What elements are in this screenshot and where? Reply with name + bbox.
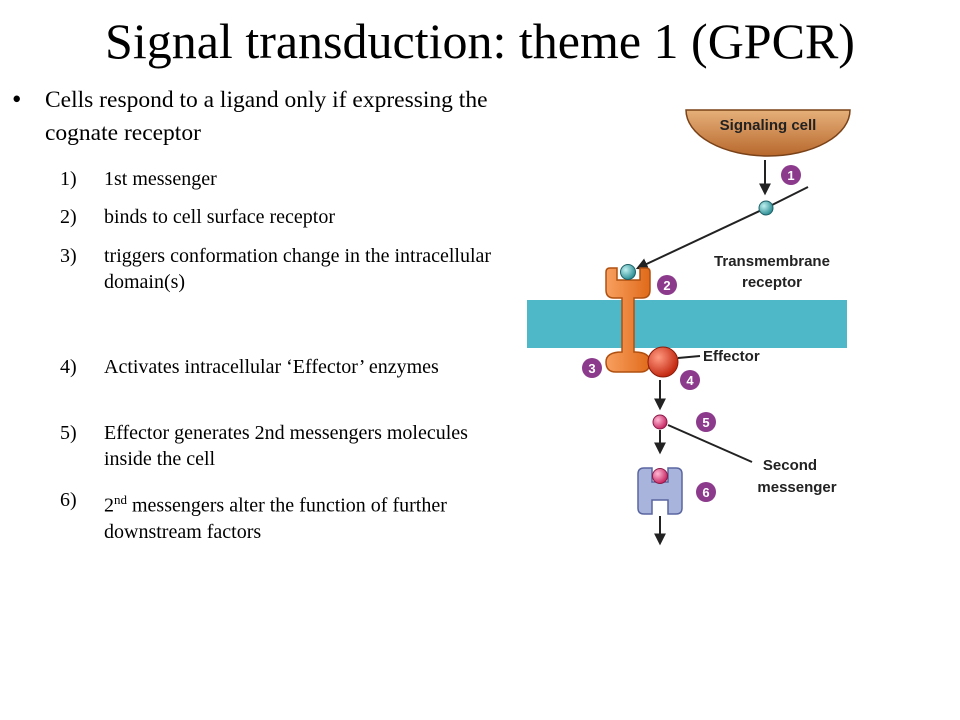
step-badge-6: [696, 482, 716, 502]
step-text: Activates intracellular ‘Effector’ enzym…: [104, 356, 439, 378]
transmembrane-label-line1: Transmembrane: [714, 253, 830, 270]
step-badge-2-label: 2: [663, 278, 670, 293]
downstream-target-protein: [637, 467, 683, 515]
step-text: 1st messenger: [104, 168, 217, 190]
ligand-pointer-line: [765, 186, 809, 209]
transmembrane-label-line2: receptor: [742, 274, 802, 291]
slide-title: Signal transduction: theme 1 (GPCR): [105, 13, 855, 69]
step-text: triggers conformation change in the intr…: [104, 245, 492, 293]
bound-second-messenger: [652, 468, 668, 484]
step-number: 5): [60, 422, 77, 444]
bullet-text: Cells respond to a ligand only if expres…: [45, 87, 488, 146]
step-text: Effector generates 2nd messengers molecu…: [104, 422, 468, 470]
plasma-membrane: [527, 300, 847, 348]
step-number: 2): [60, 206, 77, 228]
signal-transduction-diagram: Signaling cell 1 2 Transmembrane recepto…: [527, 109, 851, 546]
step-badge-6-label: 6: [702, 485, 709, 500]
effector-enzyme: [647, 346, 679, 378]
step-number: 1): [60, 168, 77, 190]
bound-ligand: [620, 264, 636, 280]
step-badge-3: [582, 358, 602, 378]
step-text-superscript: nd: [114, 492, 127, 507]
step-badge-4: [680, 370, 700, 390]
bullet-dot: •: [12, 84, 22, 114]
step-badge-1: [781, 165, 801, 185]
step-number: 4): [60, 356, 77, 378]
step-badge-2: [657, 275, 677, 295]
second-messenger-label-line1: Second: [763, 457, 817, 474]
step-badge-4-label: 4: [686, 373, 694, 388]
signaling-cell-label: Signaling cell: [720, 117, 817, 134]
step-text-prefix: 2: [104, 494, 114, 517]
second-messenger-pointer-line: [667, 424, 753, 463]
step-badge-1-label: 1: [787, 168, 794, 183]
step-text-rest: messengers alter the function of further…: [104, 494, 447, 543]
step-number: 3): [60, 245, 77, 267]
step-badge-3-label: 3: [588, 361, 595, 376]
step-badge-5: [696, 412, 716, 432]
ligand-path-arrow: [635, 207, 767, 270]
effector-label: Effector: [703, 348, 760, 365]
second-messenger: [652, 414, 668, 430]
step-badge-5-label: 5: [702, 415, 709, 430]
signaling-cell: [685, 109, 851, 157]
second-messenger-label-line2: messenger: [757, 479, 836, 496]
step-number: 6): [60, 489, 77, 511]
first-messenger-ligand: [758, 200, 774, 216]
step-text: binds to cell surface receptor: [104, 206, 336, 228]
step-text: 2nd messengers alter the function of fur…: [104, 487, 504, 545]
effector-pointer-line: [677, 355, 701, 359]
